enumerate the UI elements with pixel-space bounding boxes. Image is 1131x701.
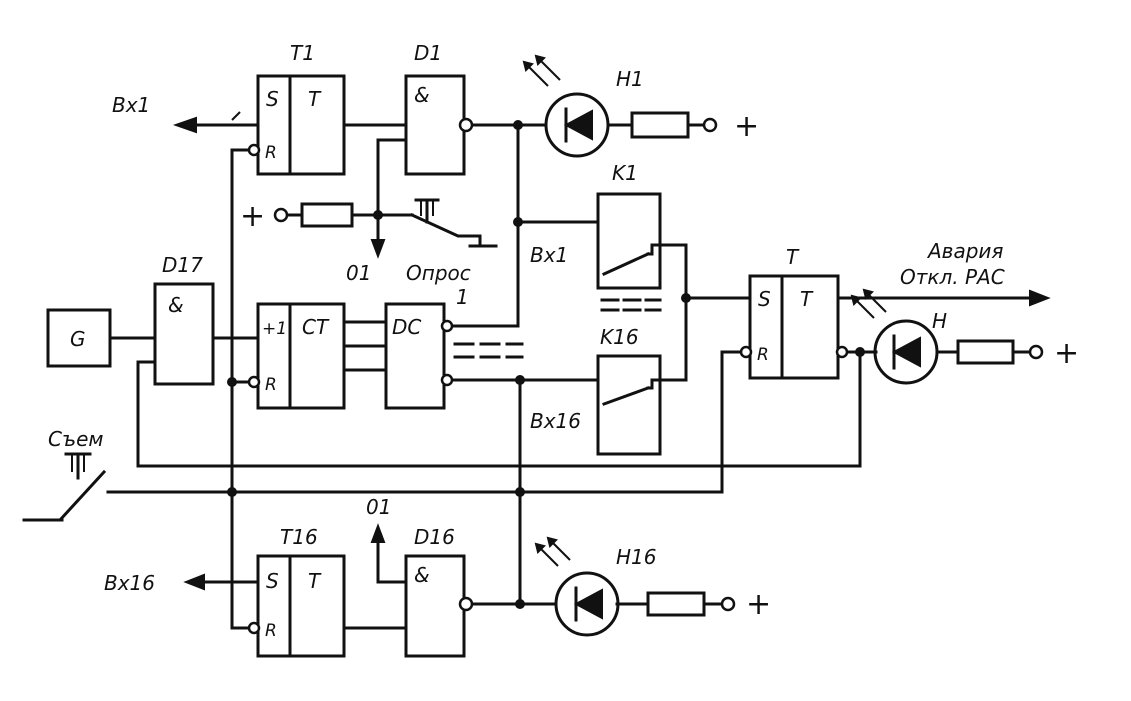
arrowheads	[172, 116, 1051, 591]
d16-and-mark: &	[414, 563, 430, 587]
t1-r-pin: R	[265, 143, 277, 163]
led-h: H	[850, 288, 947, 385]
vx16-k-label: Bx16	[530, 409, 581, 433]
t16-t-mark: T	[308, 569, 322, 593]
d17-and-mark: &	[168, 293, 184, 317]
t16-label: T16	[280, 525, 318, 549]
plus-h1: +	[734, 109, 759, 144]
d17-label: D17	[162, 253, 203, 277]
d16-label: D16	[414, 525, 455, 549]
t-t-mark: T	[800, 287, 814, 311]
k16-label: K16	[600, 325, 639, 349]
o1-bottom-label: 01	[366, 495, 391, 519]
t-s-pin: S	[758, 287, 771, 311]
g-label: G	[70, 327, 86, 351]
vx16-left-label: Bx16	[104, 571, 155, 595]
opros-label: Опрос	[406, 261, 471, 285]
plus-h: +	[1054, 336, 1079, 371]
t16-s-pin: S	[266, 569, 279, 593]
t1-t-mark: T	[308, 87, 322, 111]
k1-label: K1	[612, 161, 638, 185]
and-gate-d17: & D17	[153, 253, 215, 386]
t1-label: T1	[290, 41, 315, 65]
h-label: H	[932, 309, 947, 333]
relay-k1: K1 Bx1	[530, 161, 662, 290]
avaria-label: Авария	[926, 239, 1003, 263]
resistor-h16	[646, 591, 706, 617]
decoder-dc: DC 1	[384, 285, 469, 410]
ct-r-pin: R	[265, 375, 277, 395]
sem-label: Съем	[48, 427, 104, 451]
otkl-label: Откл. РАС	[900, 265, 1005, 289]
resistor-left	[300, 202, 354, 228]
t1-s-pin: S	[266, 87, 279, 111]
plus-h16: +	[746, 587, 771, 622]
and-gate-d1: & D1	[404, 41, 474, 176]
led-h16: H16	[534, 536, 657, 637]
t-label: T	[786, 245, 800, 269]
terminal-h16	[720, 596, 736, 612]
dc-out1-label: 1	[456, 285, 469, 309]
trigger-t: S R T T	[739, 245, 849, 380]
led-h1: H1	[522, 54, 644, 158]
resistor-h1	[630, 111, 690, 139]
h1-label: H1	[616, 67, 644, 91]
terminal-left	[273, 207, 289, 223]
wires	[22, 111, 1038, 630]
d1-label: D1	[414, 41, 442, 65]
junction-dots	[227, 120, 865, 609]
generator-g: G	[46, 308, 112, 368]
and-gate-d16: & D16	[404, 525, 474, 658]
counter-ct: +1 R CT	[247, 302, 346, 410]
t16-r-pin: R	[265, 621, 277, 641]
trigger-t16: S R T T16	[247, 525, 346, 658]
h16-label: H16	[616, 545, 657, 569]
d1-and-mark: &	[414, 83, 430, 107]
vx1-k-label: Bx1	[530, 243, 568, 267]
t-r-pin: R	[757, 345, 769, 365]
dc-label: DC	[392, 315, 421, 339]
vx1-left-label: Bx1	[112, 93, 150, 117]
resistor-h	[956, 339, 1015, 365]
trigger-t1: S R T T1	[247, 41, 346, 176]
o1-top-label: 01	[346, 261, 371, 285]
relay-k16: K16 Bx16	[530, 325, 662, 456]
plus-left: +	[240, 199, 265, 234]
ct-label: CT	[302, 315, 330, 339]
terminal-h	[1028, 344, 1044, 360]
terminal-h1	[702, 117, 718, 133]
ct-plus1-pin: +1	[262, 319, 287, 339]
